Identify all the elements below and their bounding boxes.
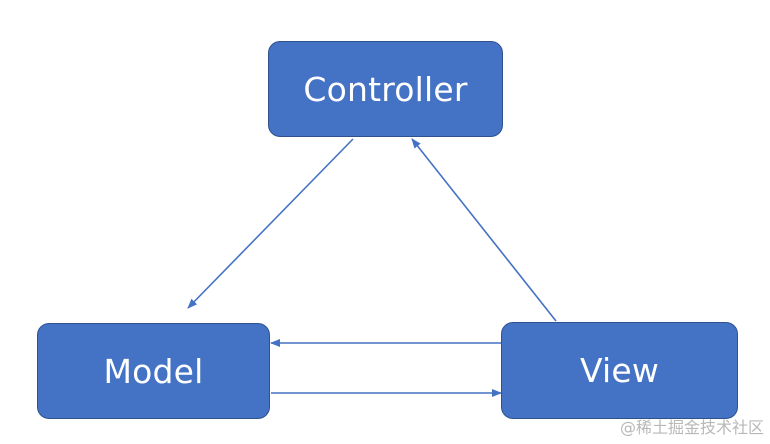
- view-node: View: [501, 322, 738, 419]
- controller-label: Controller: [303, 69, 468, 109]
- edge-controller-to-model: [187, 138, 354, 309]
- controller-node: Controller: [268, 41, 503, 137]
- view-label: View: [579, 351, 660, 390]
- edge-view-to-controller: [411, 138, 557, 322]
- model-label: Model: [103, 351, 204, 391]
- watermark: @稀土掘金技术社区: [619, 418, 764, 437]
- model-node: Model: [37, 323, 270, 419]
